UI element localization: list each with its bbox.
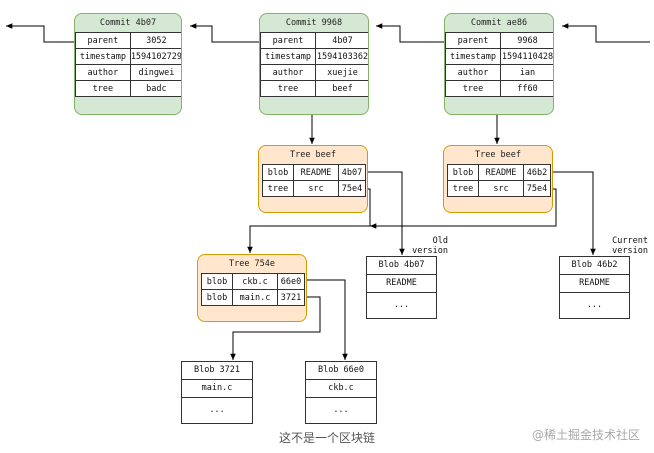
field-value: beef xyxy=(315,80,368,97)
diagram-caption: 这不是一个区块链 xyxy=(278,431,375,445)
label-line: version xyxy=(612,246,648,256)
field-key: author xyxy=(445,64,501,81)
field-value: 1594110428 xyxy=(500,48,553,65)
field-key: tree xyxy=(75,80,131,97)
entry-type: blob xyxy=(201,273,233,290)
arrow-tree-beef2-readme xyxy=(547,171,596,255)
field-value: ff60 xyxy=(500,80,553,97)
old-version-label: Old version xyxy=(400,236,448,256)
label-line: Current xyxy=(612,236,648,246)
field-key: parent xyxy=(260,32,316,49)
field-key: tree xyxy=(445,80,501,97)
field-key: timestamp xyxy=(445,48,501,65)
entry-name: src xyxy=(478,180,524,197)
arrow-tree-beef-readme xyxy=(362,171,405,255)
blob-46b2: Blob 46b2 README ... xyxy=(559,256,630,319)
blob-content: ... xyxy=(209,405,225,415)
entry-hash: 75e4 xyxy=(523,180,551,197)
label-line: Old xyxy=(432,236,448,246)
blob-content: ... xyxy=(333,405,349,415)
commit-title: Commit 4b07 xyxy=(99,18,157,28)
field-key: parent xyxy=(445,32,501,49)
entry-name: README xyxy=(478,164,524,181)
blob-66e0: Blob 66e0 ckb.c ... xyxy=(305,361,377,424)
entry-hash: 66e0 xyxy=(277,273,305,290)
field-key: parent xyxy=(75,32,131,49)
arrow-commit-9968-parent xyxy=(190,23,259,43)
entry-type: blob xyxy=(447,164,479,181)
entry-type: blob xyxy=(262,164,294,181)
field-key: timestamp xyxy=(75,48,131,65)
blob-title: Blob 66e0 xyxy=(306,362,376,380)
label-line: version xyxy=(412,246,448,256)
arrow-incoming-chain xyxy=(562,23,650,43)
entry-hash: 75e4 xyxy=(338,180,366,197)
blob-title: Blob 46b2 xyxy=(560,257,629,275)
field-key: author xyxy=(75,64,131,81)
entry-hash: 4b07 xyxy=(338,164,366,181)
entry-hash: 46b2 xyxy=(523,164,551,181)
field-value: 9968 xyxy=(500,32,553,49)
entry-name: main.c xyxy=(232,289,278,306)
field-value: dingwei xyxy=(129,64,181,81)
field-value: ian xyxy=(500,64,553,81)
blob-name: main.c xyxy=(182,380,252,398)
blob-name: README xyxy=(560,275,629,293)
entry-hash: 3721 xyxy=(277,289,305,306)
blob-3721: Blob 3721 main.c ... xyxy=(181,361,253,424)
field-value: 1594102729 xyxy=(129,48,181,65)
entry-type: tree xyxy=(447,180,479,197)
blob-title: Blob 4b07 xyxy=(367,257,436,275)
arrow-commit-4b07-parent xyxy=(6,23,74,43)
entry-name: ckb.c xyxy=(232,273,278,290)
arrow-commit-ae86-parent xyxy=(376,23,444,43)
field-key: author xyxy=(260,64,316,81)
field-value: xuejie xyxy=(315,64,368,81)
current-version-label: Current version xyxy=(596,236,648,256)
field-key: timestamp xyxy=(260,48,316,65)
tree-title: Tree 754e xyxy=(228,259,276,269)
blob-4b07: Blob 4b07 README ... xyxy=(366,256,437,319)
blob-content: ... xyxy=(393,300,410,310)
commit-title: Commit ae86 xyxy=(470,18,528,28)
arrow-tree-754e-main xyxy=(230,296,321,360)
field-value: badc xyxy=(129,80,181,97)
arrow-tree-754e-ckb xyxy=(304,279,348,360)
watermark: @稀土掘金技术社区 xyxy=(531,428,640,442)
commit-title: Commit 9968 xyxy=(285,18,343,28)
entry-type: blob xyxy=(201,289,233,306)
tree-title: Tree beef xyxy=(289,150,337,160)
blob-content: ... xyxy=(586,300,603,310)
field-value: 3052 xyxy=(129,32,181,49)
field-key: tree xyxy=(260,80,316,97)
blob-title: Blob 3721 xyxy=(182,362,252,380)
entry-type: tree xyxy=(262,180,294,197)
entry-name: README xyxy=(293,164,339,181)
blob-name: README xyxy=(367,275,436,293)
tree-title: Tree beef xyxy=(474,150,522,160)
field-value: 1594103362 xyxy=(315,48,368,65)
field-value: 4b07 xyxy=(315,32,368,49)
blob-name: ckb.c xyxy=(306,380,376,398)
entry-name: src xyxy=(293,180,339,197)
